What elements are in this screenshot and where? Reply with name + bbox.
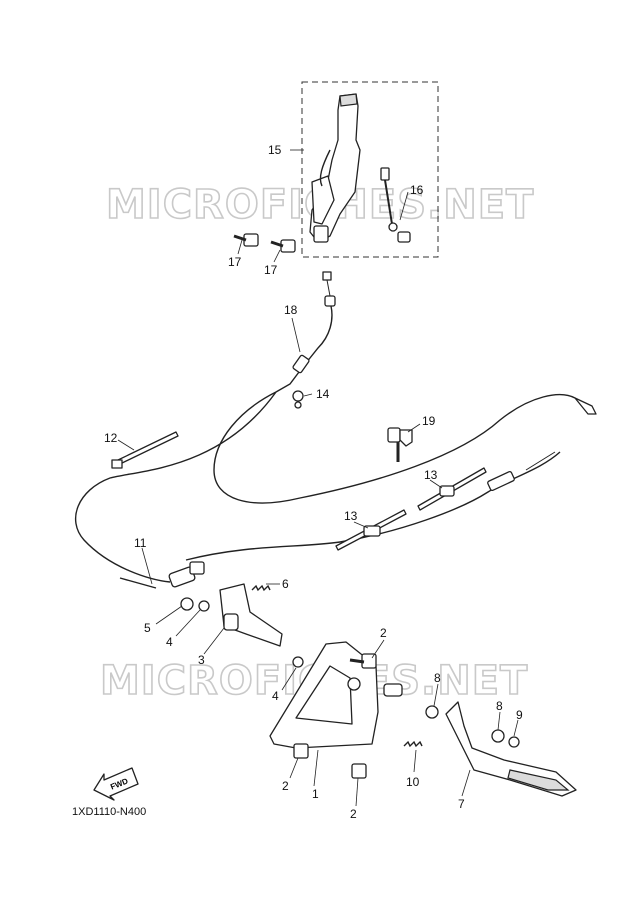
callout-3: 3 (198, 653, 205, 667)
callout-6: 6 (282, 577, 289, 591)
callout-7: 7 (458, 797, 465, 811)
callout-13-upper: 13 (424, 468, 438, 482)
lever-assembly-frame (301, 81, 439, 258)
callout-8-right: 8 (496, 699, 503, 713)
callout-14: 14 (316, 387, 330, 401)
callout-17-left: 17 (228, 255, 242, 269)
callout-8-left: 8 (434, 671, 441, 685)
callout-13-lower: 13 (344, 509, 358, 523)
spring-6 (251, 584, 271, 592)
leader-lines (117, 149, 519, 807)
clamp-19 (387, 427, 413, 462)
lever-arm-3 (219, 583, 283, 647)
spring-10 (403, 740, 423, 748)
cable-tie-13-upper (417, 467, 487, 511)
brake-cable (74, 271, 597, 583)
callout-4-upper: 4 (166, 635, 173, 649)
callout-labels: 15 16 17 17 18 14 12 19 13 13 11 6 5 4 3… (104, 143, 523, 821)
callout-11: 11 (134, 536, 147, 550)
callout-12: 12 (104, 431, 118, 445)
brake-pedal-7 (445, 701, 577, 797)
cable-tie-12 (111, 431, 179, 469)
bolt-17-right (270, 239, 296, 253)
washer-8-left (425, 705, 439, 719)
bolt-2-bottom (351, 763, 367, 779)
cable-end-11 (119, 561, 205, 589)
forward-direction-arrow: FWD (93, 767, 139, 801)
callout-2-top: 2 (380, 626, 387, 640)
callout-9: 9 (516, 708, 523, 722)
washer-8-right (491, 729, 505, 743)
cable-tie-13-lower (335, 509, 407, 551)
callout-18: 18 (284, 303, 298, 317)
bolt-17-left (233, 233, 259, 247)
callout-19: 19 (422, 414, 436, 428)
callout-5: 5 (144, 621, 151, 635)
washer-5 (180, 597, 194, 611)
washer-4-upper (198, 600, 210, 612)
callout-17-right: 17 (264, 263, 278, 277)
bolt-2-left (293, 743, 309, 759)
clip-9 (508, 736, 520, 748)
callout-1: 1 (312, 787, 319, 801)
diagram-reference-code: 1XD1110-N400 (72, 806, 147, 818)
clip-14 (292, 390, 304, 409)
callout-16: 16 (410, 183, 424, 197)
callout-15: 15 (268, 143, 282, 157)
brake-lever (309, 93, 361, 243)
callout-10: 10 (406, 775, 420, 789)
washer-4-lower (292, 656, 304, 668)
callout-2-bottom: 2 (350, 807, 357, 821)
callout-4-lower: 4 (272, 689, 279, 703)
callout-2-left: 2 (282, 779, 289, 793)
adjuster-rod (380, 167, 411, 243)
bracket-1 (269, 641, 403, 749)
